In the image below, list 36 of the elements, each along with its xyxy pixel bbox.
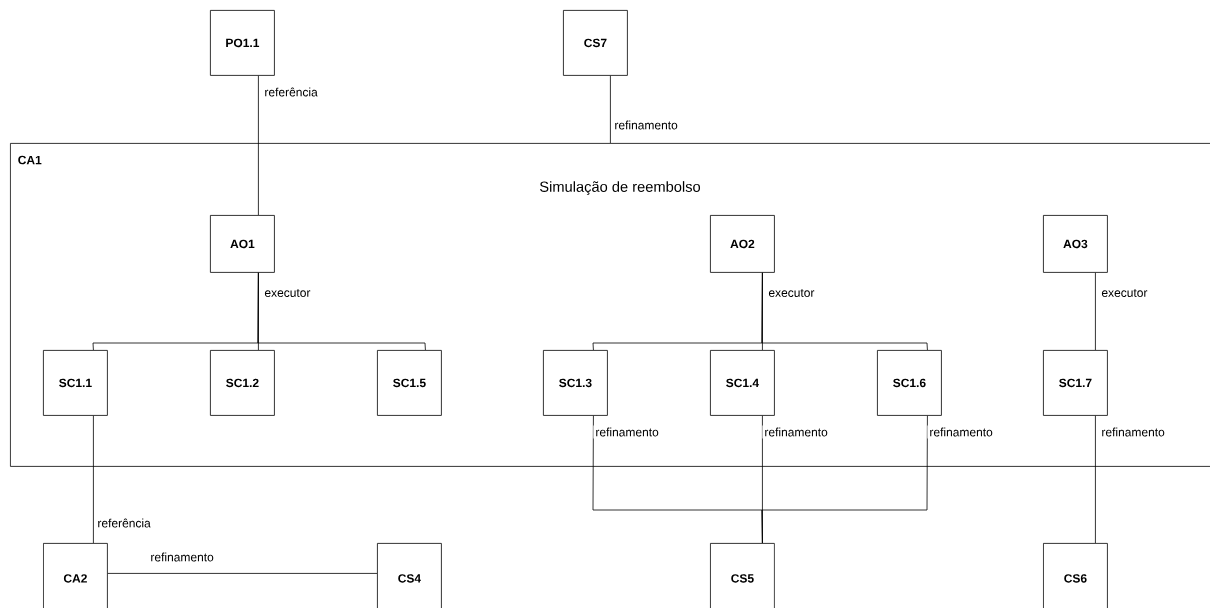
edge-label: executor — [1099, 287, 1150, 299]
connector-line — [258, 75, 259, 216]
edge-label: referência — [95, 516, 153, 530]
connector-line — [93, 415, 94, 544]
process-box: CA2 — [43, 543, 108, 608]
connector-line — [761, 272, 928, 351]
edge-label: refinamento — [927, 425, 995, 439]
process-box: SC1.5 — [377, 350, 442, 416]
edge-label: refinamento — [612, 118, 680, 132]
connector-line — [107, 573, 378, 574]
process-box: AO3 — [1043, 215, 1108, 273]
process-box: CS5 — [710, 543, 775, 608]
process-box: SC1.1 — [43, 350, 108, 416]
process-box: SC1.6 — [877, 350, 942, 416]
edge-label: executor — [262, 287, 313, 299]
process-box: SC1.7 — [1043, 350, 1108, 416]
process-box: CS4 — [377, 543, 442, 608]
edge-label: refinamento — [148, 550, 216, 564]
process-box: AO1 — [210, 215, 275, 273]
process-box: AO2 — [710, 215, 775, 273]
process-box: SC1.2 — [210, 350, 275, 416]
process-box: SC1.3 — [543, 350, 608, 416]
connector-line — [257, 272, 426, 351]
connector-line — [610, 75, 611, 144]
connector-line — [1095, 415, 1096, 544]
process-box: CS6 — [1043, 543, 1108, 608]
edge-label: refinamento — [1099, 425, 1167, 439]
process-box: SC1.4 — [710, 350, 775, 416]
edge-label: referência — [262, 85, 320, 99]
process-box: CS7 — [563, 10, 628, 76]
edge-label: executor — [766, 287, 817, 299]
edge-label: refinamento — [593, 425, 661, 439]
connector-line — [1095, 272, 1096, 351]
process-box: PO1.1 — [210, 10, 275, 76]
edge-label: refinamento — [762, 425, 830, 439]
connector-line — [761, 415, 928, 544]
